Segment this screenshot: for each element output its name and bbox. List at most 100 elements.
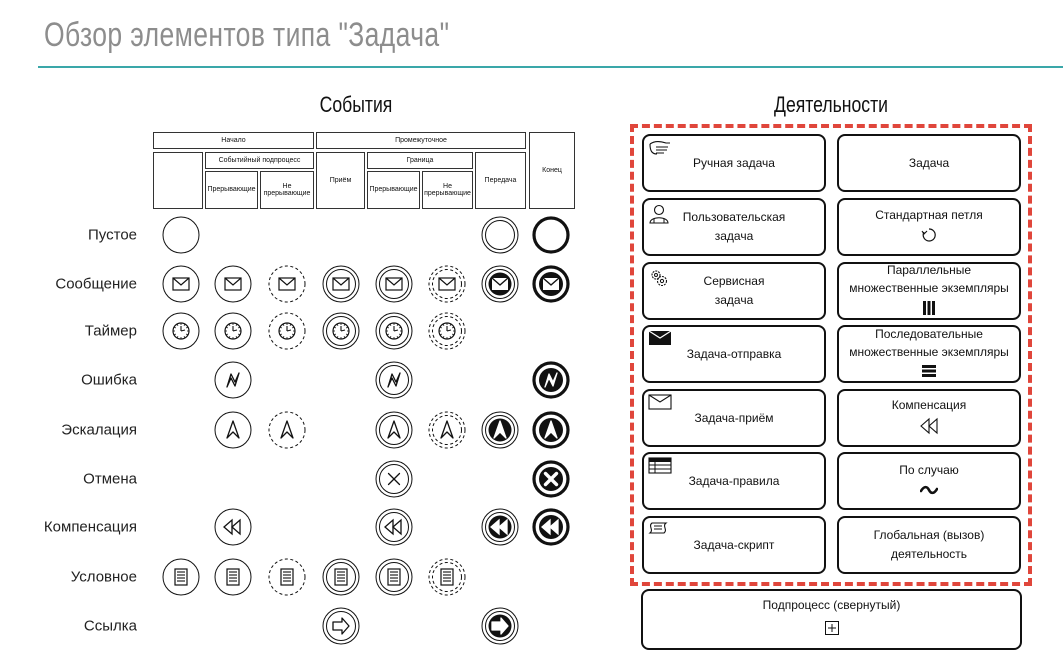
task-label: Параллельные — [886, 262, 972, 277]
task-label: деятельность — [890, 547, 968, 561]
header-boundary: Граница — [367, 152, 473, 169]
activities-highlight-frame — [630, 124, 1032, 586]
title-underline — [38, 66, 1063, 68]
message-inter-event-icon — [322, 265, 360, 303]
send-envelope-icon — [648, 330, 672, 352]
message-inter-dashed-event-icon — [428, 265, 466, 303]
loop-icon — [921, 227, 937, 249]
task-label: Стандартная петля — [875, 207, 983, 222]
task-label: Глобальная (вызов) — [873, 528, 985, 543]
conditional-start-dashed-event-icon — [268, 558, 306, 596]
message-start-event-icon — [214, 265, 252, 303]
task-label: Задача — [908, 155, 950, 170]
error-inter-event-icon — [375, 361, 413, 399]
event-row-label: Эскалация — [61, 421, 137, 439]
collapsed-subprocess[interactable]: Подпроцесс (свернутый) — [641, 589, 1022, 650]
task-label: По случаю — [899, 463, 959, 478]
timer-inter-event-icon — [322, 312, 360, 350]
task-label: множественные экземпляры — [849, 345, 1009, 360]
task-label: задача — [714, 293, 754, 307]
compensation-icon — [919, 417, 939, 441]
task-card[interactable]: Задача — [837, 134, 1021, 192]
escalation-start-dashed-event-icon — [268, 411, 306, 449]
gears-icon — [648, 267, 670, 295]
header-start-blank — [153, 152, 203, 209]
task-card[interactable]: Задача-отправка — [642, 325, 826, 383]
task-card[interactable]: Пользовательская задача — [642, 198, 826, 256]
escalation-throw-filled-event-icon — [481, 411, 519, 449]
task-card[interactable]: Компенсация — [837, 389, 1021, 447]
task-label: Компенсация — [891, 397, 967, 412]
task-card[interactable]: Задача-правила — [642, 452, 826, 510]
table-icon — [648, 457, 672, 481]
adhoc-icon — [919, 482, 939, 501]
task-label: Ручная задача — [693, 155, 775, 170]
message-inter-event-icon — [375, 265, 413, 303]
event-row-label: Таймер — [84, 322, 137, 340]
task-label: множественные экземпляры — [849, 281, 1009, 296]
event-row-label: Отмена — [83, 470, 137, 488]
task-card[interactable]: Ручная задача — [642, 134, 826, 192]
conditional-inter-event-icon — [322, 558, 360, 596]
parallel-mi-icon — [922, 300, 936, 322]
escalation-inter-event-icon — [375, 411, 413, 449]
task-label: задача — [714, 229, 754, 243]
task-card[interactable]: Задача-скрипт — [642, 516, 826, 574]
event-row-label: Пустое — [88, 226, 137, 244]
task-card[interactable]: По случаю — [837, 452, 1021, 510]
header-non-interrupting-1: Не прерывающие — [260, 171, 314, 209]
header-non-interrupting-2: Не прерывающие — [422, 171, 473, 209]
escalation-end-filled-event-icon — [532, 411, 570, 449]
event-row-label: Условное — [70, 568, 137, 586]
task-label: Задача-скрипт — [693, 537, 775, 552]
error-start-event-icon — [214, 361, 252, 399]
none-throw-event-icon — [481, 216, 519, 254]
event-row-label: Компенсация — [43, 518, 137, 536]
timer-start-dashed-event-icon — [268, 312, 306, 350]
task-label: Задача-правила — [688, 473, 780, 488]
header-end: Конец — [529, 132, 575, 209]
compensation-inter-event-icon — [375, 508, 413, 546]
task-card[interactable]: Глобальная (вызов) деятельность — [837, 516, 1021, 574]
page-title: Обзор элементов типа "Задача" — [44, 16, 450, 54]
plus-icon — [824, 620, 839, 635]
task-label: Пользовательская — [682, 210, 786, 225]
message-start-dashed-event-icon — [268, 265, 306, 303]
hand-icon — [648, 139, 672, 163]
message-start-event-icon — [162, 265, 200, 303]
header-intermediate: Промежуточное — [316, 132, 526, 149]
subprocess-label: Подпроцесс (свернутый) — [762, 598, 901, 612]
header-throw: Передача — [475, 152, 526, 209]
link-throw-filled-event-icon — [481, 607, 519, 645]
timer-start-event-icon — [162, 312, 200, 350]
task-label: Задача-отправка — [686, 346, 782, 361]
none-start-event-icon — [162, 216, 200, 254]
timer-inter-dashed-event-icon — [428, 312, 466, 350]
header-interrupting-1: Прерывающие — [205, 171, 258, 209]
none-end-event-icon — [532, 216, 570, 254]
conditional-start-event-icon — [162, 558, 200, 596]
sequential-mi-icon — [921, 364, 937, 384]
task-label: Задача-приём — [694, 410, 774, 425]
header-event-subprocess: Событийный подпроцесс — [205, 152, 314, 169]
compensation-throw-filled-event-icon — [481, 508, 519, 546]
event-row-label: Ошибка — [81, 371, 137, 389]
conditional-inter-dashed-event-icon — [428, 558, 466, 596]
message-end-filled-event-icon — [532, 265, 570, 303]
event-row-label: Сообщение — [55, 275, 137, 293]
compensation-start-event-icon — [214, 508, 252, 546]
timer-inter-event-icon — [375, 312, 413, 350]
compensation-end-filled-event-icon — [532, 508, 570, 546]
task-card[interactable]: Задача-приём — [642, 389, 826, 447]
timer-start-event-icon — [214, 312, 252, 350]
script-icon — [648, 521, 670, 545]
header-start: Начало — [153, 132, 314, 149]
task-label: Сервисная — [703, 274, 765, 289]
task-card[interactable]: Параллельные множественные экземпляры — [837, 262, 1021, 320]
conditional-inter-event-icon — [375, 558, 413, 596]
task-card[interactable]: Сервисная задача — [642, 262, 826, 320]
events-title: События — [319, 92, 393, 117]
cancel-inter-event-icon — [375, 460, 413, 498]
task-card[interactable]: Стандартная петля — [837, 198, 1021, 256]
